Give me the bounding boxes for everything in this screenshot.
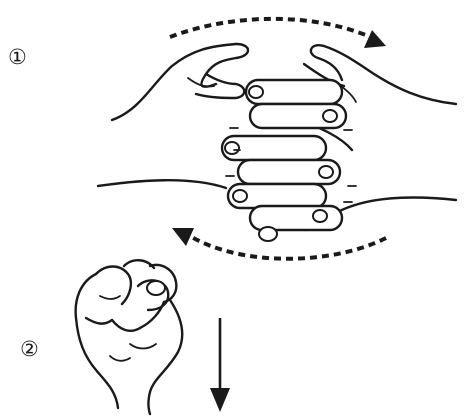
- down-arrow: [210, 318, 230, 412]
- interlaced-fingers: [222, 80, 356, 241]
- nail-icon: [319, 166, 333, 178]
- thumb-nail-icon: [147, 281, 165, 295]
- nail-icon: [323, 110, 337, 122]
- left-hand: [98, 44, 248, 188]
- step-1-marker: ①: [8, 45, 27, 69]
- lower-rotation-arrow: [172, 228, 386, 259]
- nail-icon: [313, 210, 327, 222]
- nail-icon: [233, 190, 247, 202]
- nail-icon: [249, 86, 263, 98]
- nail-icon: [225, 142, 239, 154]
- clenched-fist: [76, 260, 183, 414]
- step-2-group: ②: [20, 260, 230, 414]
- thumb-nail-icon: [259, 227, 277, 241]
- upper-rotation-arrow: [170, 19, 386, 48]
- step-2-marker: ②: [20, 337, 39, 361]
- finger-6: [250, 206, 342, 230]
- step-1-group: ①: [8, 19, 456, 259]
